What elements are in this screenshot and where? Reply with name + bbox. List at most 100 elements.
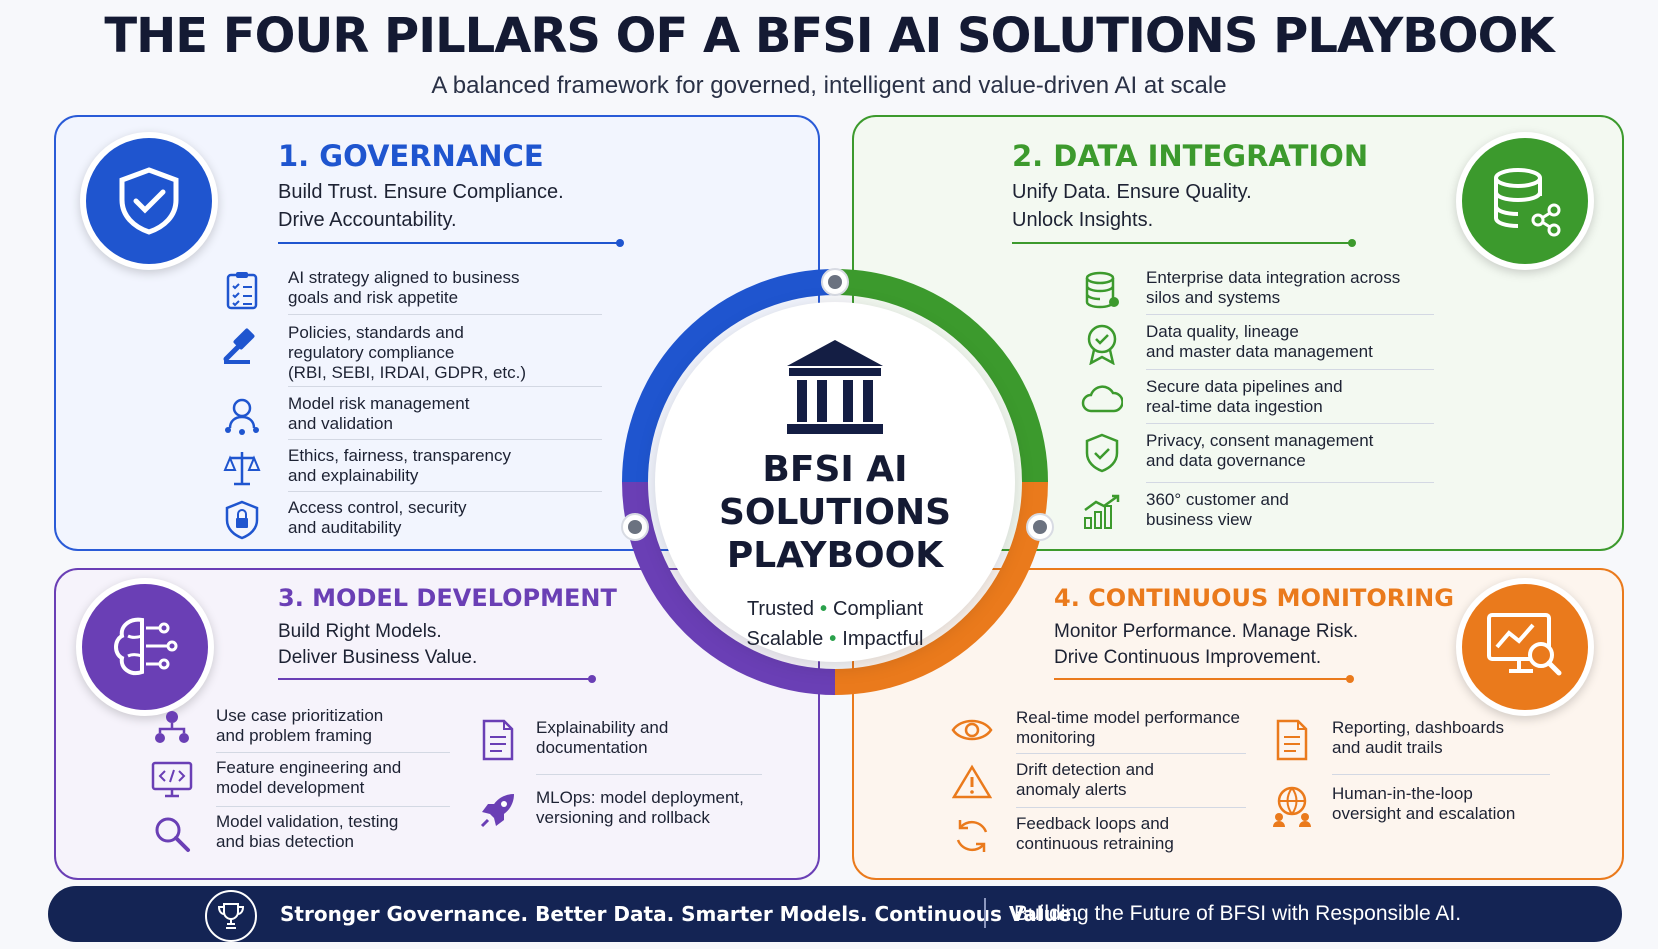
governance-item: Access control, security and auditabilit…: [220, 498, 467, 542]
continuous-monitoring-item-text: Human-in-the-loop oversight and escalati…: [1332, 784, 1516, 823]
center-tags: Trusted•Compliant Scalable•Impactful: [655, 594, 1015, 654]
page-subtitle: A balanced framework for governed, intel…: [431, 72, 1227, 99]
refresh-icon: [950, 814, 994, 858]
governance-item: Model risk management and validation: [220, 394, 469, 438]
user-network-icon: [220, 394, 264, 438]
data-integration-item: Enterprise data integration across silos…: [1080, 268, 1400, 312]
governance-rule: [278, 239, 624, 247]
divider: [288, 314, 602, 315]
data-integration-tagline-1: Unify Data. Ensure Quality.: [1012, 181, 1252, 203]
divider: [1016, 807, 1246, 808]
continuous-monitoring-item: Real-time model performance monitoring: [950, 708, 1240, 752]
tag-impactful: Impactful: [842, 628, 924, 650]
database-share-icon: [1456, 132, 1594, 270]
governance-item: Ethics, fairness, transparency and expla…: [220, 446, 511, 490]
shield-lock-icon: [220, 498, 264, 542]
continuous-monitoring-item: Human-in-the-loop oversight and escalati…: [1270, 784, 1515, 828]
governance-item-text: Ethics, fairness, transparency and expla…: [288, 446, 511, 485]
shield-check-icon: [80, 132, 218, 270]
data-integration-item-text: Secure data pipelines and real-time data…: [1146, 377, 1343, 416]
center-title-line3: PLAYBOOK: [726, 535, 944, 576]
data-integration-item: Privacy, consent management and data gov…: [1080, 431, 1373, 475]
governance-heading: 1. GOVERNANCE: [278, 139, 544, 173]
data-integration-item-text: Data quality, lineage and master data ma…: [1146, 322, 1373, 361]
continuous-monitoring-item-text: Feedback loops and continuous retraining: [1016, 814, 1174, 853]
data-integration-item: Secure data pipelines and real-time data…: [1080, 377, 1343, 421]
model-development-tagline: Build Right Models. Deliver Business Val…: [278, 619, 477, 671]
model-development-item: MLOps: model deployment, versioning and …: [476, 788, 744, 832]
footer-banner: [48, 886, 1622, 942]
divider: [288, 386, 602, 387]
divider: [216, 806, 450, 807]
model-development-item-text: Model validation, testing and bias detec…: [216, 812, 399, 851]
divider: [536, 774, 762, 775]
report-icon: [1270, 718, 1314, 762]
data-integration-item-text: Privacy, consent management and data gov…: [1146, 431, 1374, 470]
tag-dot: •: [829, 628, 837, 650]
brain-circuit-icon: [76, 578, 214, 716]
clipboard-checklist-icon: [220, 268, 264, 312]
shield-check-icon: [1080, 431, 1124, 475]
tag-scalable: Scalable: [746, 628, 824, 650]
governance-item-text: Model risk management and validation: [288, 394, 470, 433]
model-development-tagline-1: Build Right Models.: [278, 621, 442, 642]
monitor-analytics-icon: [1456, 578, 1594, 716]
model-development-rule: [278, 675, 596, 683]
model-development-item-text: MLOps: model deployment, versioning and …: [536, 788, 744, 827]
model-development-item: Feature engineering and model developmen…: [150, 758, 401, 802]
bank-building-icon: [787, 340, 883, 434]
continuous-monitoring-item-text: Real-time model performance monitoring: [1016, 708, 1240, 747]
center-circle: [655, 302, 1015, 662]
governance-tagline: Build Trust. Ensure Compliance. Drive Ac…: [278, 178, 564, 234]
tag-compliant: Compliant: [833, 598, 924, 620]
continuous-monitoring-item-text: Reporting, dashboards and audit trails: [1332, 718, 1505, 757]
governance-tagline-2: Drive Accountability.: [278, 209, 457, 231]
model-development-item: Use case prioritization and problem fram…: [150, 706, 383, 750]
trophy-icon: [205, 890, 257, 942]
footer-divider: [984, 898, 986, 928]
data-integration-item: Data quality, lineage and master data ma…: [1080, 322, 1373, 366]
model-development-item-text: Feature engineering and model developmen…: [216, 758, 402, 797]
pillars-ring: [621, 268, 1054, 695]
model-development-tagline-2: Deliver Business Value.: [278, 647, 478, 668]
divider: [1332, 774, 1550, 775]
data-integration-tagline: Unify Data. Ensure Quality. Unlock Insig…: [1012, 178, 1252, 234]
divider: [288, 491, 602, 492]
governance-item: Policies, standards and regulatory compl…: [220, 323, 526, 383]
governance-tagline-1: Build Trust. Ensure Compliance.: [278, 181, 564, 203]
globe-users-icon: [1270, 784, 1314, 828]
center-title-line2: SOLUTIONS: [718, 492, 952, 533]
continuous-monitoring-tagline-2: Drive Continuous Improvement.: [1054, 647, 1322, 668]
data-integration-item-text: 360° customer and business view: [1146, 490, 1289, 529]
page-title: THE FOUR PILLARS OF A BFSI AI SOLUTIONS …: [104, 8, 1554, 64]
divider: [1016, 753, 1246, 754]
continuous-monitoring-heading: 4. CONTINUOUS MONITORING: [1054, 584, 1454, 612]
center-title-line1: BFSI AI: [762, 449, 908, 490]
eye-icon: [950, 708, 994, 752]
continuous-monitoring-item: Drift detection and anomaly alerts: [950, 760, 1154, 804]
magnifier-icon: [150, 812, 194, 856]
divider: [1146, 423, 1434, 424]
divider: [288, 439, 602, 440]
hierarchy-users-icon: [150, 706, 194, 750]
scales-icon: [220, 446, 264, 490]
warning-icon: [950, 760, 994, 804]
footer-right-text: Building the Future of BFSI with Respons…: [1014, 902, 1462, 925]
divider: [1146, 314, 1434, 315]
document-icon: [476, 718, 520, 762]
gavel-icon: [220, 323, 264, 367]
continuous-monitoring-rule: [1054, 675, 1354, 683]
data-integration-rule: [1012, 239, 1356, 247]
governance-item-text: Access control, security and auditabilit…: [288, 498, 467, 537]
growth-chart-icon: [1080, 490, 1124, 534]
governance-item-text: AI strategy aligned to business goals an…: [288, 268, 520, 307]
continuous-monitoring-item: Feedback loops and continuous retraining: [950, 814, 1174, 858]
governance-item-text: Policies, standards and regulatory compl…: [288, 323, 527, 382]
tag-trusted: Trusted: [746, 598, 814, 620]
model-development-item-text: Explainability and documentation: [536, 718, 669, 757]
continuous-monitoring-item-text: Drift detection and anomaly alerts: [1016, 760, 1154, 799]
model-development-item: Model validation, testing and bias detec…: [150, 812, 398, 856]
data-integration-tagline-2: Unlock Insights.: [1012, 209, 1154, 231]
divider: [216, 752, 450, 753]
cloud-icon: [1080, 377, 1124, 421]
